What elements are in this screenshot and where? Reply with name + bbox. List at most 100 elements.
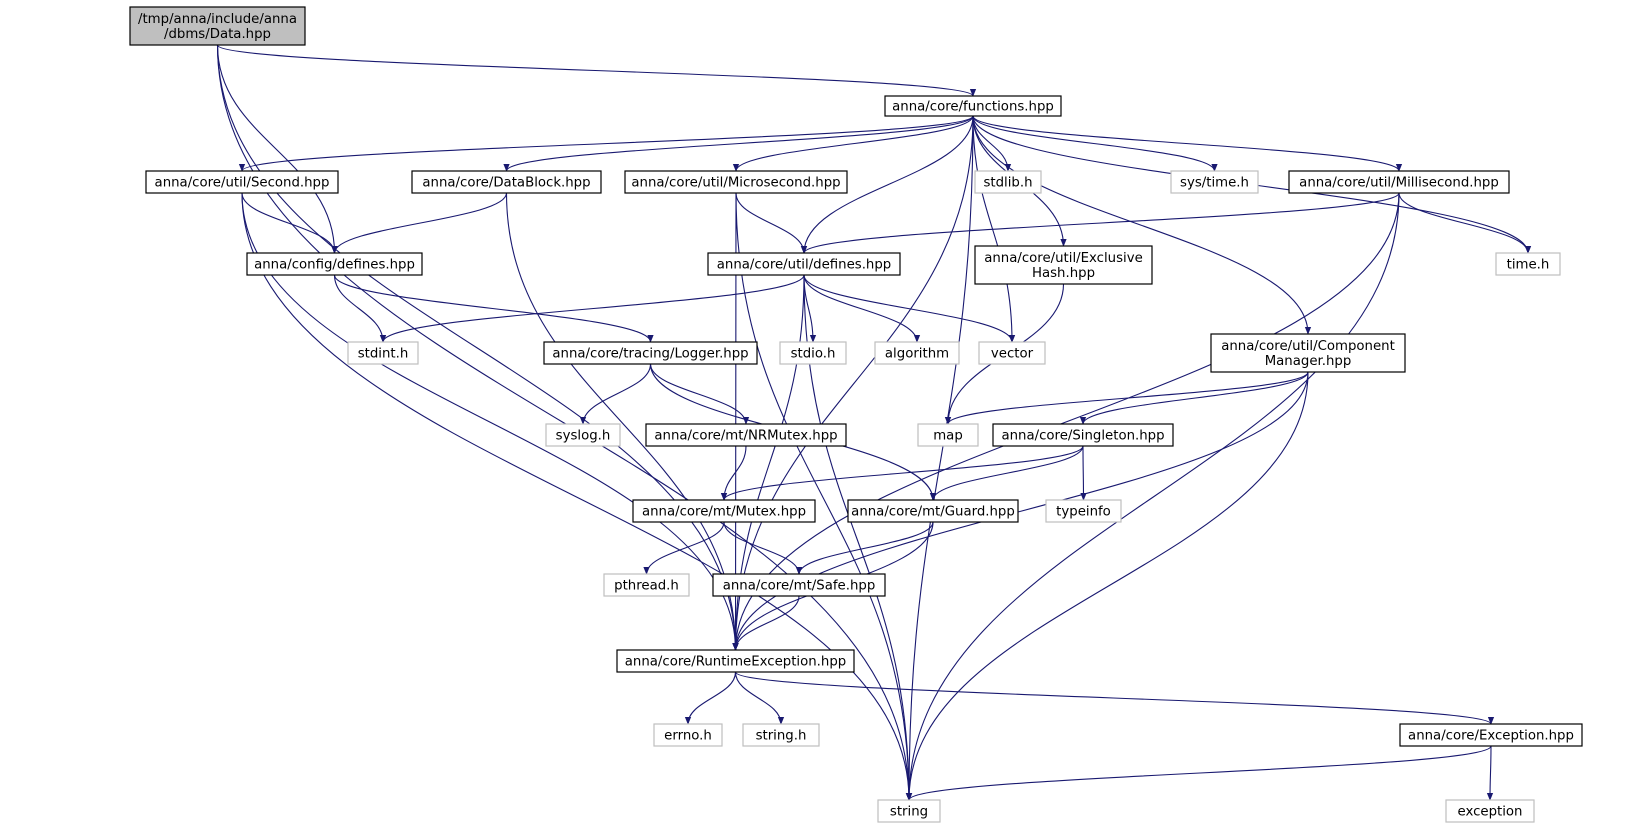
node-stdio[interactable]: stdio.h bbox=[779, 341, 847, 365]
node-syslog-label: syslog.h bbox=[556, 429, 611, 444]
node-stdlib[interactable]: stdlib.h bbox=[974, 170, 1042, 194]
node-functions-label: anna/core/functions.hpp bbox=[892, 100, 1054, 115]
edge-safe-to-runtime bbox=[732, 595, 800, 651]
node-safe[interactable]: anna/core/mt/Safe.hpp bbox=[712, 573, 886, 597]
node-runtime[interactable]: anna/core/RuntimeException.hpp bbox=[616, 649, 855, 673]
node-exception[interactable]: exception bbox=[1445, 799, 1535, 823]
node-nrmutex-box bbox=[645, 423, 847, 447]
node-stdint[interactable]: stdint.h bbox=[347, 341, 419, 365]
edge-component-to-string bbox=[905, 371, 1309, 801]
node-exclusivehash-label: Hash.hpp bbox=[1032, 266, 1095, 281]
node-exceptionhpp[interactable]: anna/core/Exception.hpp bbox=[1399, 723, 1583, 747]
node-map[interactable]: map bbox=[917, 423, 979, 447]
node-exclusivehash-box bbox=[974, 245, 1153, 285]
edge-mutex-to-pthread bbox=[643, 521, 725, 575]
node-mutex-box bbox=[632, 499, 816, 523]
edge-functions-to-runtime bbox=[732, 115, 974, 651]
node-typeinfo-label: typeinfo bbox=[1056, 505, 1111, 520]
node-singleton-label: anna/core/Singleton.hpp bbox=[1001, 429, 1164, 444]
node-microsecond-box bbox=[624, 170, 848, 194]
node-algorithm[interactable]: algorithm bbox=[874, 341, 960, 365]
node-nrmutex[interactable]: anna/core/mt/NRMutex.hpp bbox=[645, 423, 847, 447]
edge-functions-to-second bbox=[239, 115, 974, 172]
edge-runtime-to-stringh bbox=[734, 671, 785, 725]
node-string[interactable]: string bbox=[877, 799, 941, 823]
node-errno-label: errno.h bbox=[664, 729, 712, 744]
edge-data-to-runtime bbox=[216, 44, 739, 651]
edge-functions-to-datablock bbox=[503, 115, 974, 172]
node-guard-label: anna/core/mt/Guard.hpp bbox=[851, 505, 1015, 520]
node-millisecond[interactable]: anna/core/util/Millisecond.hpp bbox=[1288, 170, 1510, 194]
edge-datablock-to-runtime bbox=[505, 192, 739, 651]
node-exception-box bbox=[1445, 799, 1535, 823]
edge-second-to-configdefines bbox=[241, 192, 338, 254]
edge-data-to-configdefines bbox=[216, 44, 338, 254]
edge-millisecond-to-runtime bbox=[732, 192, 1400, 651]
edge-microsecond-to-string bbox=[735, 192, 913, 801]
node-functions-box bbox=[884, 95, 1062, 117]
node-systime[interactable]: sys/time.h bbox=[1170, 170, 1259, 194]
edge-component-to-runtime bbox=[732, 371, 1309, 651]
node-utildefines[interactable]: anna/core/util/defines.hpp bbox=[707, 252, 901, 276]
node-guard[interactable]: anna/core/mt/Guard.hpp bbox=[847, 499, 1019, 523]
edge-functions-to-utildefines bbox=[800, 115, 974, 254]
node-map-box bbox=[917, 423, 979, 447]
node-utildefines-label: anna/core/util/defines.hpp bbox=[717, 258, 892, 273]
node-configdefines[interactable]: anna/config/defines.hpp bbox=[246, 252, 423, 276]
node-systime-box bbox=[1170, 170, 1259, 194]
node-datablock-box bbox=[411, 170, 602, 194]
edge-exceptionhpp-to-exception bbox=[1486, 745, 1494, 801]
node-vector[interactable]: vector bbox=[978, 341, 1046, 365]
node-stringh[interactable]: string.h bbox=[742, 723, 820, 747]
edge-logger-to-nrmutex bbox=[649, 363, 750, 425]
node-timeh-label: time.h bbox=[1507, 258, 1550, 273]
node-second[interactable]: anna/core/util/Second.hpp bbox=[145, 170, 339, 194]
edge-singleton-to-mutex bbox=[720, 445, 1084, 501]
edge-datablock-to-configdefines bbox=[331, 192, 508, 254]
node-datablock[interactable]: anna/core/DataBlock.hpp bbox=[411, 170, 602, 194]
node-syslog[interactable]: syslog.h bbox=[545, 423, 621, 447]
node-utildefines-box bbox=[707, 252, 901, 276]
edge-utildefines-to-vector bbox=[803, 274, 1016, 343]
node-timeh-box bbox=[1495, 252, 1561, 276]
node-stdio-label: stdio.h bbox=[791, 347, 836, 362]
edge-millisecond-to-timeh bbox=[1398, 192, 1532, 254]
edge-component-to-map bbox=[944, 371, 1309, 425]
edge-configdefines-to-stdint bbox=[333, 274, 387, 343]
node-stdint-box bbox=[347, 341, 419, 365]
node-exclusivehash-label: anna/core/util/Exclusive bbox=[984, 251, 1143, 266]
node-component-box bbox=[1210, 333, 1406, 373]
node-typeinfo[interactable]: typeinfo bbox=[1045, 499, 1122, 523]
edge-component-to-singleton bbox=[1079, 371, 1309, 425]
node-data[interactable]: /tmp/anna/include/anna/dbms/Data.hpp bbox=[129, 6, 306, 46]
node-logger-label: anna/core/tracing/Logger.hpp bbox=[552, 347, 748, 362]
node-data-label: /dbms/Data.hpp bbox=[164, 27, 271, 42]
node-errno[interactable]: errno.h bbox=[653, 723, 723, 747]
edge-millisecond-to-string bbox=[905, 192, 1400, 801]
node-stringh-box bbox=[742, 723, 820, 747]
node-stdio-box bbox=[779, 341, 847, 365]
node-timeh[interactable]: time.h bbox=[1495, 252, 1561, 276]
node-mutex[interactable]: anna/core/mt/Mutex.hpp bbox=[632, 499, 816, 523]
node-functions[interactable]: anna/core/functions.hpp bbox=[884, 95, 1062, 117]
node-string-label: string bbox=[890, 805, 928, 820]
edge-guard-to-safe bbox=[795, 521, 934, 575]
node-datablock-label: anna/core/DataBlock.hpp bbox=[422, 176, 590, 191]
node-microsecond[interactable]: anna/core/util/Microsecond.hpp bbox=[624, 170, 848, 194]
edge-nrmutex-to-mutex bbox=[720, 445, 747, 501]
node-singleton[interactable]: anna/core/Singleton.hpp bbox=[992, 423, 1174, 447]
node-exceptionhpp-label: anna/core/Exception.hpp bbox=[1408, 729, 1574, 744]
node-vector-label: vector bbox=[991, 347, 1034, 362]
edge-data-to-functions bbox=[216, 44, 976, 97]
node-configdefines-box bbox=[246, 252, 423, 276]
node-second-box bbox=[145, 170, 339, 194]
node-pthread[interactable]: pthread.h bbox=[603, 573, 690, 597]
node-logger[interactable]: anna/core/tracing/Logger.hpp bbox=[543, 341, 758, 365]
node-vector-box bbox=[978, 341, 1046, 365]
node-configdefines-label: anna/config/defines.hpp bbox=[254, 258, 415, 273]
node-nrmutex-label: anna/core/mt/NRMutex.hpp bbox=[654, 429, 837, 444]
node-stringh-label: string.h bbox=[756, 729, 807, 744]
